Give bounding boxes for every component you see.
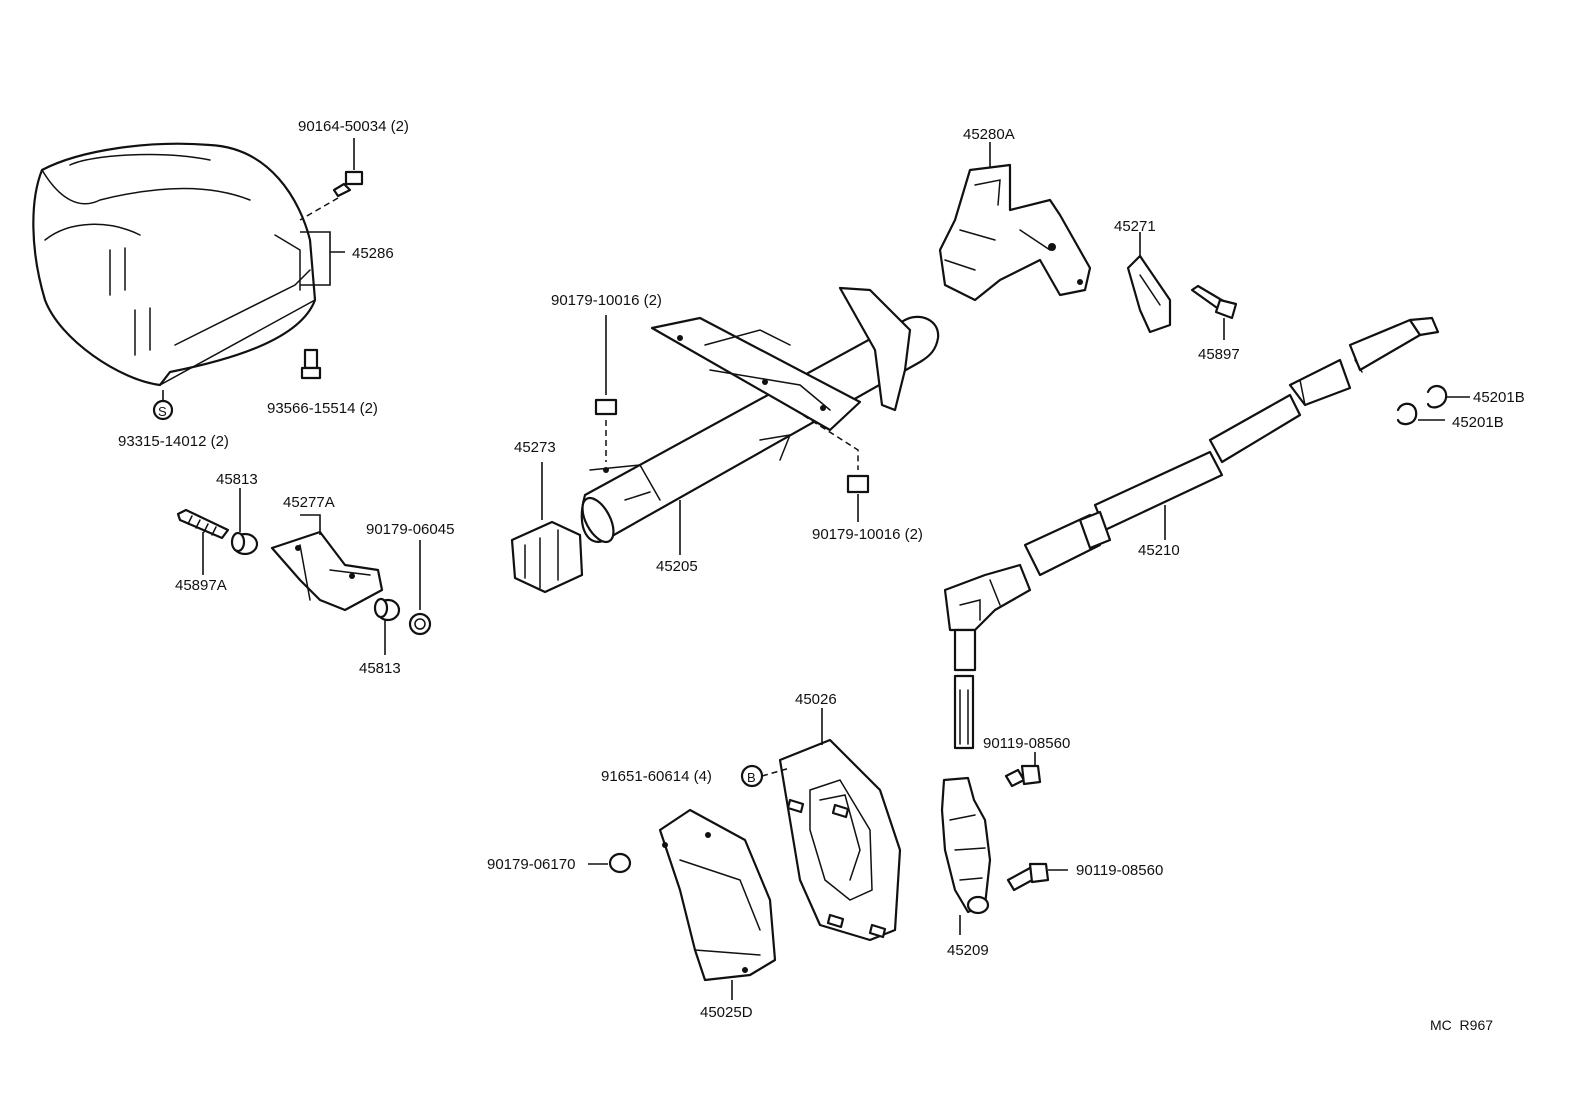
label-45025D: 45025D [700, 1004, 753, 1021]
bracket-45277A [270, 514, 384, 612]
label-93566-15514: 93566-15514 (2) [267, 400, 378, 417]
collar-45273 [510, 462, 584, 594]
lever-45271 [1126, 232, 1172, 334]
label-90179-10016-right: 90179-10016 (2) [812, 526, 923, 543]
s-mark-label: S [158, 404, 167, 419]
diagram-code: MC R967 [1430, 1017, 1493, 1033]
column-cover-45286 [32, 142, 317, 387]
screw-93566-15514 [300, 348, 322, 380]
clip-45201B-top [1426, 384, 1470, 409]
label-45210: 45210 [1138, 542, 1180, 559]
label-45286: 45286 [352, 245, 394, 262]
s-mark-circle [152, 399, 174, 421]
label-91651-60614: 91651-60614 (4) [601, 768, 712, 785]
label-45273: 45273 [514, 439, 556, 456]
label-45205: 45205 [656, 558, 698, 575]
clip-45201B-bottom [1396, 402, 1445, 426]
bolt-45897 [1190, 284, 1238, 340]
bracket-45280A [938, 142, 1092, 302]
nut-90179-06170 [588, 852, 632, 874]
label-93315-14012: 93315-14012 (2) [118, 433, 229, 450]
screw-90164-50034 [299, 138, 364, 221]
b-mark-label: B [747, 770, 756, 785]
column-tube-45205 [580, 286, 940, 555]
label-45813-top: 45813 [216, 471, 258, 488]
label-90119-08560-top: 90119-08560 [983, 735, 1070, 752]
label-45209: 45209 [947, 942, 989, 959]
boot-plate-45026 [778, 708, 902, 942]
label-45897A: 45897A [175, 577, 227, 594]
label-45280A: 45280A [963, 126, 1015, 143]
nut-90179-10016-top [594, 315, 618, 462]
universal-joint-upper [943, 563, 1032, 750]
label-90179-10016-top: 90179-10016 (2) [551, 292, 662, 309]
label-45201B-top: 45201B [1473, 389, 1525, 406]
label-90119-08560-bottom: 90119-08560 [1076, 862, 1163, 879]
boot-45025D [658, 808, 777, 1000]
lower-joint-45209 [940, 776, 992, 935]
bolt-90119-08560-top [1004, 752, 1042, 788]
bushing-45813-top [230, 488, 259, 556]
label-45026: 45026 [795, 691, 837, 708]
label-45897: 45897 [1198, 346, 1240, 363]
label-45271: 45271 [1114, 218, 1156, 235]
leader-45286 [300, 231, 345, 286]
intermediate-shaft-45210 [1023, 316, 1440, 577]
label-45201B-bottom: 45201B [1452, 414, 1504, 431]
bolt-45897A [176, 508, 230, 575]
nut-90179-10016-right [794, 409, 870, 522]
label-45277A: 45277A [283, 494, 335, 511]
label-90179-06170: 90179-06170 [487, 856, 575, 873]
label-45813-bottom: 45813 [359, 660, 401, 677]
label-90164-50034: 90164-50034 (2) [298, 118, 409, 135]
bolt-90119-08560-bottom [1006, 862, 1068, 892]
bushing-45813-bottom [373, 597, 401, 655]
label-90179-06045: 90179-06045 [366, 521, 454, 538]
nut-90179-06045 [408, 540, 432, 636]
